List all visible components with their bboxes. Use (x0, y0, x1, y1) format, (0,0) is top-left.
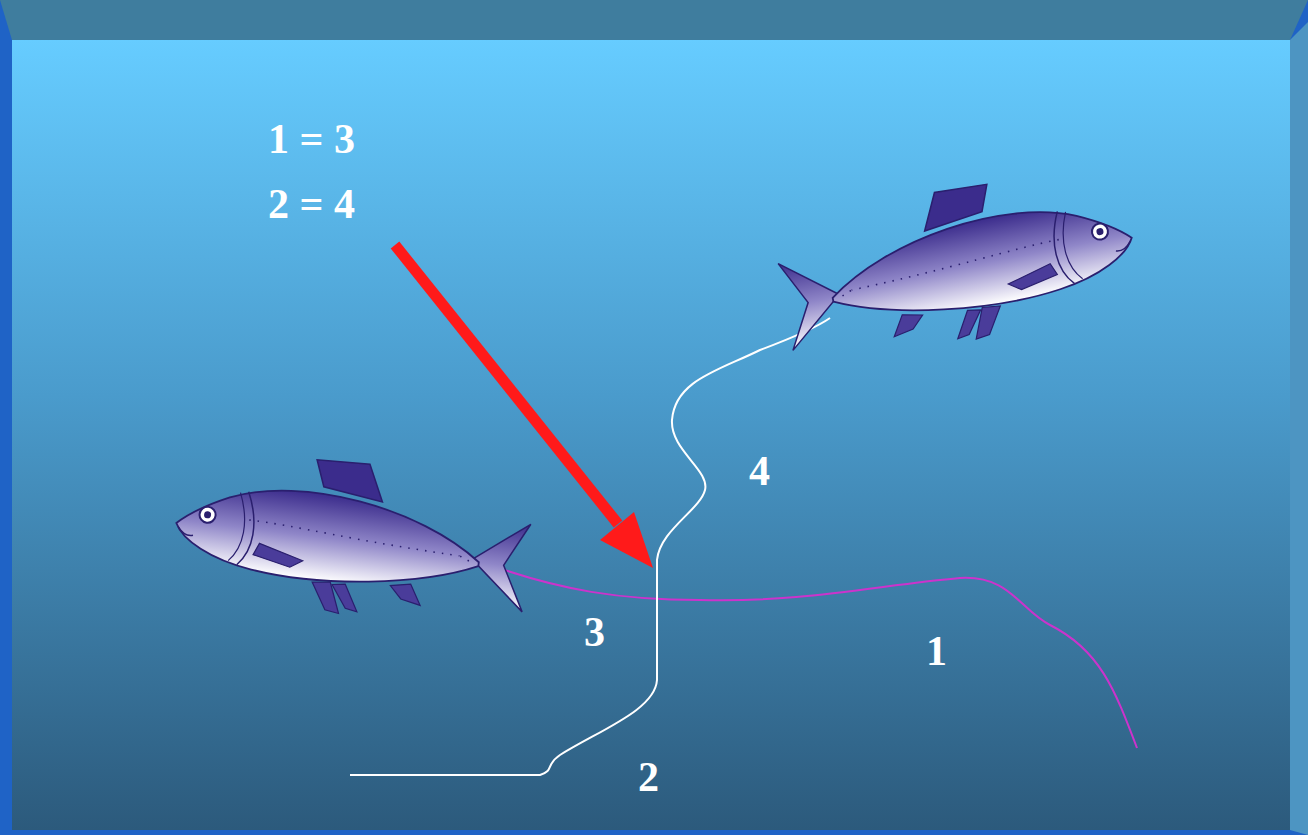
frame-bevel (1290, 22, 1308, 835)
red-arrow-shaft (395, 245, 618, 524)
line-number: 1 (926, 630, 947, 672)
fish-left (168, 442, 538, 636)
water-panel (12, 40, 1290, 830)
purple-line (490, 565, 1137, 748)
frame-bevel (0, 0, 1308, 40)
red-arrow-head (600, 512, 653, 568)
line-number: 4 (749, 450, 770, 492)
equation-label: 2 = 4 (268, 183, 355, 225)
line-number: 2 (638, 756, 659, 798)
equation-label: 1 = 3 (268, 118, 355, 160)
line-number: 3 (584, 611, 605, 653)
fish-right (769, 157, 1145, 374)
